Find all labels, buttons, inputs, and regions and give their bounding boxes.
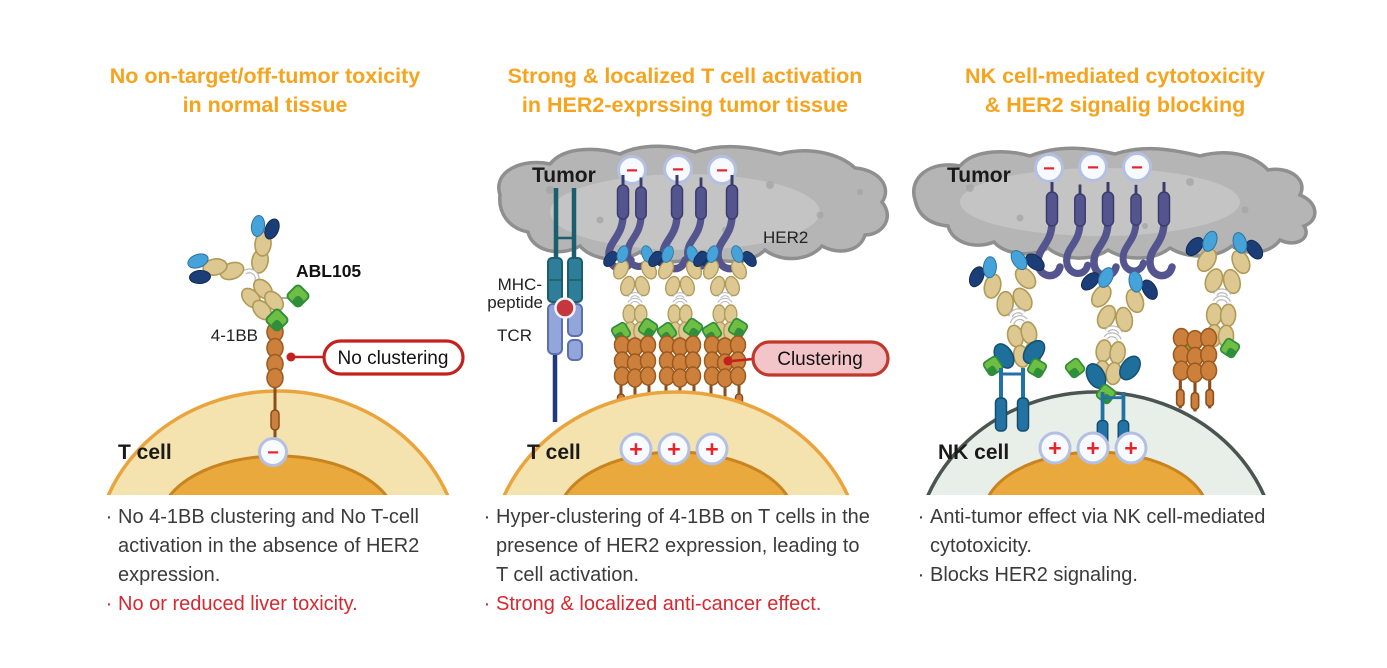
bullet-icon: ·: [917, 564, 925, 586]
caption-text: Hyper-clustering of 4-1BB on T cells in …: [496, 506, 870, 586]
mhc-tcr-complex: [547, 188, 583, 422]
bullet-icon: ·: [483, 506, 491, 528]
t-cell-label: T cell: [118, 441, 172, 464]
caption-item: · No or reduced liver toxicity.: [100, 590, 452, 619]
bullet-icon: ·: [105, 506, 113, 528]
panel-middle-title-line2: in HER2-exprssing tumor tissue: [521, 93, 849, 117]
abl105-antibody: [187, 215, 312, 334]
caption-item: · No 4-1BB clustering and No T-cell acti…: [100, 503, 452, 590]
caption-item: · Hyper-clustering of 4-1BB on T cells i…: [478, 503, 876, 590]
panel-middle-illustration: Tumor HER2 MHC- peptide: [487, 144, 890, 495]
panel-middle-caption: · Hyper-clustering of 4-1BB on T cells i…: [478, 503, 876, 619]
panel-left-title-line2: in normal tissue: [182, 93, 348, 117]
panel-right-caption: · Anti-tumor effect via NK cell-mediated…: [912, 503, 1312, 590]
caption-text: No or reduced liver toxicity.: [118, 593, 358, 615]
clustering-label: Clustering: [777, 349, 863, 370]
panel-right-title: NK cell-mediated cytotoxicity & HER2 sig…: [900, 62, 1330, 120]
panel-right-title-line1: NK cell-mediated cytotoxicity: [965, 64, 1265, 88]
caption-text: Blocks HER2 signaling.: [930, 564, 1138, 586]
caption-text: Strong & localized anti-cancer effect.: [496, 593, 822, 615]
caption-item: · Strong & localized anti-cancer effect.: [478, 590, 876, 619]
caption-item: · Blocks HER2 signaling.: [912, 561, 1312, 590]
bullet-icon: ·: [483, 593, 491, 615]
abl105-label: ABL105: [296, 261, 361, 281]
panel-left-title-line1: No on-target/off-tumor toxicity: [109, 64, 421, 88]
no-clustering-callout: No clustering: [286, 339, 465, 376]
panel-middle-title: Strong & localized T cell activation in …: [470, 62, 900, 120]
panel-left-caption: · No 4-1BB clustering and No T-cell acti…: [100, 503, 452, 619]
t-cell-label: T cell: [527, 441, 581, 464]
caption-text: Anti-tumor effect via NK cell-mediated c…: [930, 506, 1266, 557]
caption-text: No 4-1BB clustering and No T-cell activa…: [118, 506, 420, 586]
caption-item: · Anti-tumor effect via NK cell-mediated…: [912, 503, 1312, 561]
panel-left-title: No on-target/off-tumor toxicity in norma…: [60, 62, 470, 120]
bullet-icon: ·: [917, 506, 925, 528]
41bb-label: 4-1BB: [211, 326, 258, 345]
panel-left-illustration: ABL105 4-1BB No clustering T cell: [106, 215, 465, 495]
her2-label: HER2: [763, 228, 808, 247]
panel-middle-title-line1: Strong & localized T cell activation: [507, 64, 863, 88]
mhc-label-line2: peptide: [487, 293, 543, 312]
bullet-icon: ·: [105, 593, 113, 615]
clustering-callout: Clustering: [723, 340, 890, 377]
nk-cell-label: NK cell: [938, 441, 1009, 464]
no-clustering-label: No clustering: [338, 348, 449, 369]
panel-right-title-line2: & HER2 signalig blocking: [984, 93, 1246, 117]
41bb-receptor: [266, 321, 284, 440]
mhc-label-line1: MHC-: [498, 275, 542, 294]
tcr-label: TCR: [497, 326, 532, 345]
tumor-label: Tumor: [532, 164, 596, 187]
peptide-icon: [554, 297, 576, 319]
antibodies: [961, 228, 1267, 408]
tumor-label: Tumor: [947, 164, 1011, 187]
panel-right-illustration: Tumor: [912, 146, 1317, 495]
